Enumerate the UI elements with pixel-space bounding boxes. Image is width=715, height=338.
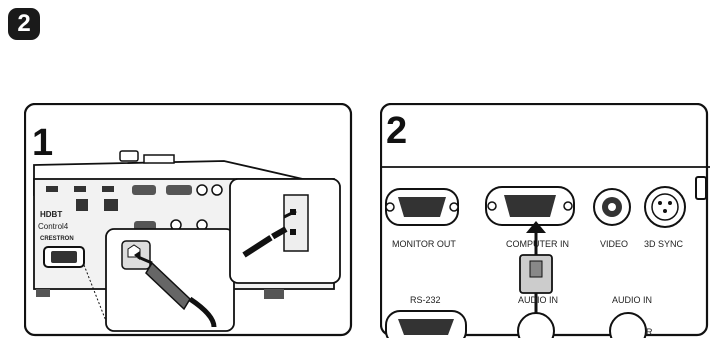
3d-sync-port (645, 187, 685, 227)
3d-sync-label: 3D SYNC (644, 239, 684, 249)
audio-jack-icon (212, 185, 222, 195)
step-badge: 2 (8, 8, 40, 40)
monitor-out-label: MONITOR OUT (392, 239, 456, 249)
inset-power-cord (106, 229, 234, 331)
control4-logo: Control4 (38, 222, 69, 231)
usb-port (76, 199, 88, 211)
audio-jack-icon (197, 185, 207, 195)
panel-computer-connection: 2 MONITOR OUT COMPUTER IN VIDEO 3D SYNC (380, 103, 710, 338)
audio-r-label: R (646, 327, 653, 337)
hdmi-ports (46, 186, 114, 192)
monitor-out-port (386, 189, 458, 225)
video-label: VIDEO (600, 239, 628, 249)
audio-in-label-2: AUDIO IN (612, 295, 652, 305)
inset-wall-outlet (230, 179, 340, 283)
hdbt-logo: HDBT (40, 210, 62, 219)
crestron-logo: CRESTRON (40, 236, 74, 242)
computer-in-port (486, 187, 574, 225)
audio-in-label-1: AUDIO IN (518, 295, 558, 305)
panel-power-connection: 1 HDBT Control4 CRESTRON (24, 103, 354, 338)
panel-1-number: 1 (32, 122, 53, 164)
rs232-port (386, 311, 466, 338)
panel-2-number: 2 (386, 110, 407, 152)
lan-port (104, 199, 118, 211)
video-port (594, 189, 630, 225)
rs232-label: RS-232 (410, 295, 441, 305)
